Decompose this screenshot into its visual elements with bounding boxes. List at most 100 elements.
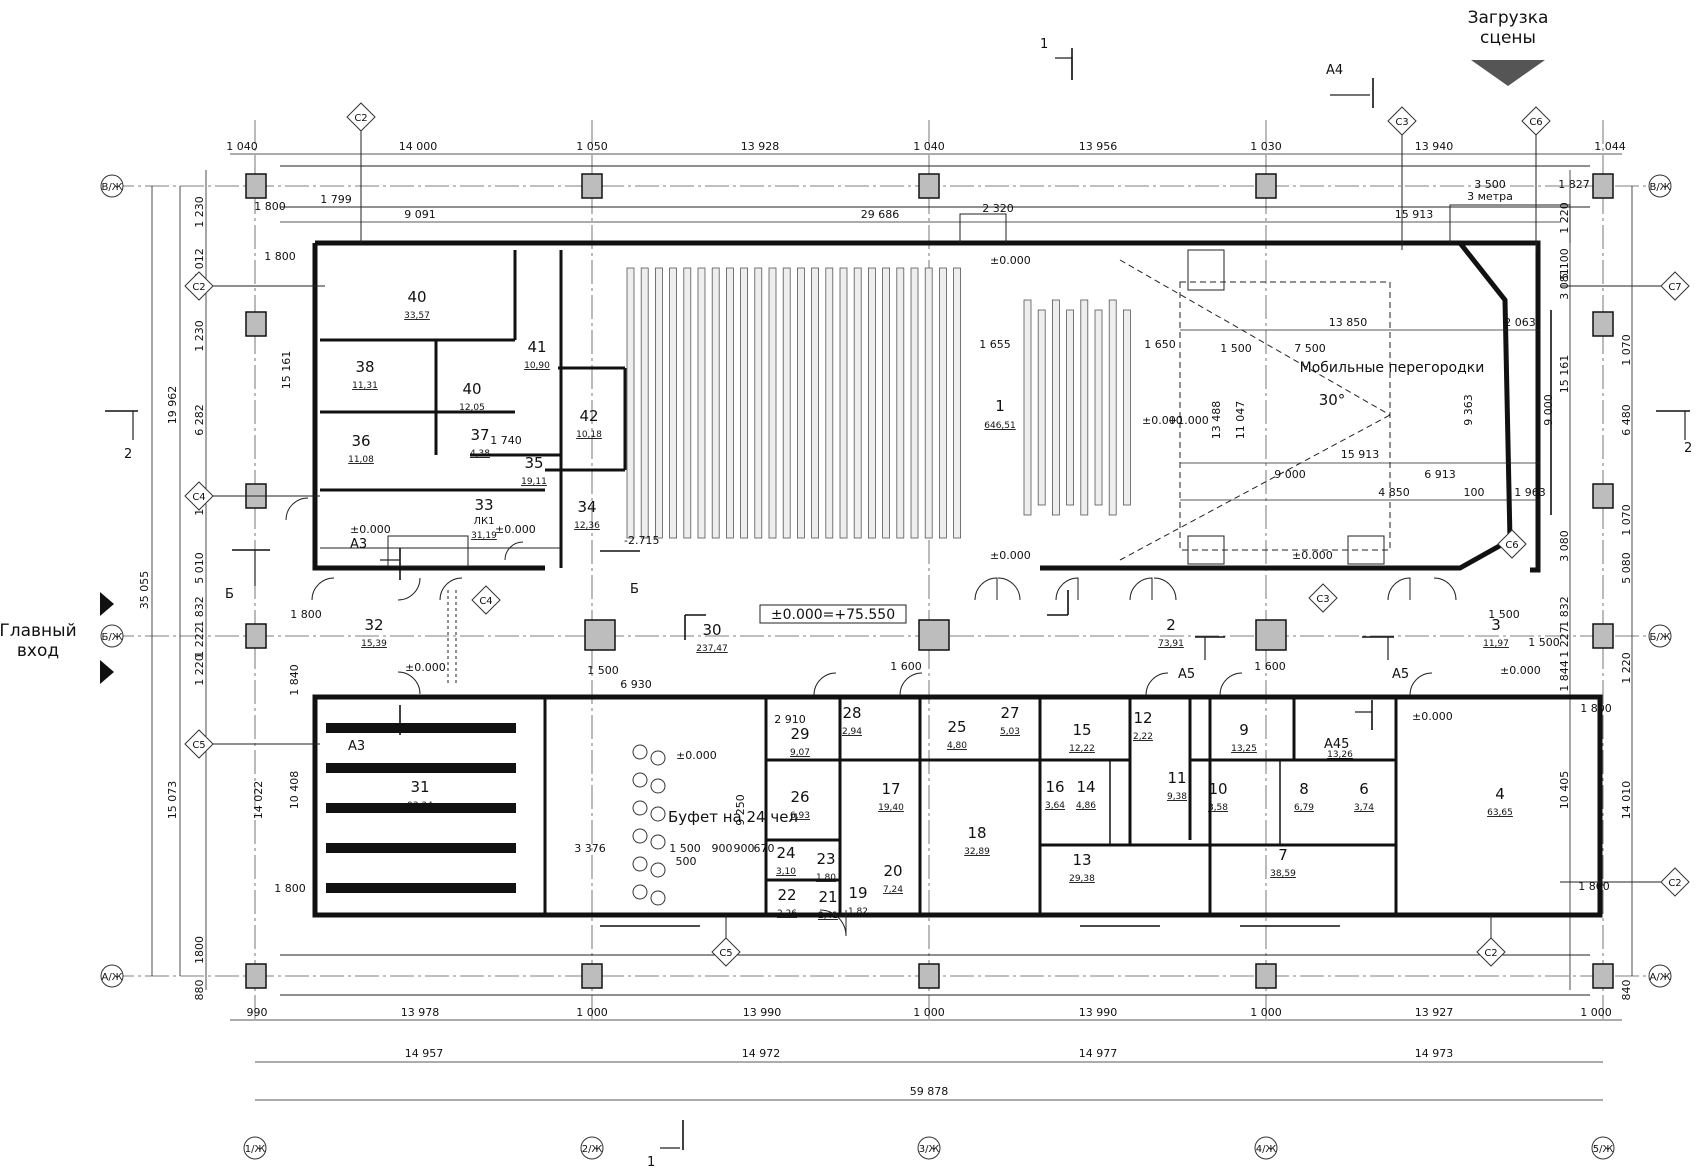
svg-text:В/Ж: В/Ж [1649,182,1670,193]
svg-text:С2: С2 [1668,878,1681,889]
node-c6-mid: С6 [1497,529,1527,559]
svg-text:1 070: 1 070 [1620,334,1633,366]
section-mark-a45: А45 [1324,700,1373,752]
svg-text:15 161: 15 161 [280,351,293,390]
svg-text:12,05: 12,05 [459,403,485,413]
room-24: 243,10 [776,844,796,877]
svg-text:14: 14 [1076,778,1095,796]
room-2: 273,91 [1158,616,1184,649]
svg-text:1 840: 1 840 [288,664,301,696]
table-row [326,803,516,813]
seat-row [711,267,720,539]
svg-text:1 800: 1 800 [1580,702,1612,715]
svg-text:Б: Б [225,587,234,602]
svg-text:670: 670 [754,842,775,855]
seat-row [782,267,791,539]
room-40b: 40 12,05 [459,380,485,413]
svg-text:С6: С6 [1505,540,1518,551]
section-mark-a5-a: А5 [1178,636,1225,682]
svg-text:37: 37 [470,426,489,444]
svg-text:900: 900 [712,842,733,855]
room-9: 913,25 [1231,721,1257,754]
svg-text:С4: С4 [192,492,205,503]
entrance-arrow-icon [100,660,114,684]
node-c4-left: С4 [184,481,214,511]
seat-row [669,267,677,539]
svg-text:14 010: 14 010 [1620,781,1633,820]
svg-text:1 832: 1 832 [1558,596,1571,628]
svg-text:1 000: 1 000 [1580,1006,1612,1019]
axis-bubble-2: 2/Ж [580,1136,604,1160]
svg-text:7: 7 [1278,846,1288,864]
room-a45: 13,26 [1327,750,1353,760]
table-row [326,723,516,733]
room-10: 103,58 [1208,780,1228,813]
auditorium-seating [626,267,1131,539]
svg-text:34: 34 [577,498,596,516]
svg-text:13: 13 [1072,851,1091,869]
main-entrance-label: Главный [0,621,77,641]
svg-text:1 650: 1 650 [1144,338,1176,351]
svg-text:1/Ж: 1/Ж [245,1144,266,1155]
svg-text:3 метра: 3 метра [1467,190,1513,203]
svg-text:А3: А3 [348,739,365,754]
svg-text:3: 3 [1491,616,1501,634]
node-c2-top: С2 [346,102,376,132]
svg-text:±0.000: ±0.000 [1500,664,1541,677]
svg-text:±0.000: ±0.000 [350,523,391,536]
svg-text:1800: 1800 [193,936,206,964]
svg-text:2: 2 [1684,441,1692,456]
svg-text:1 799: 1 799 [320,193,352,206]
svg-text:В/Ж: В/Ж [101,182,122,193]
room-3: 311,97 [1483,616,1509,649]
svg-text:4: 4 [1495,785,1505,803]
svg-text:±0.000: ±0.000 [990,254,1031,267]
node-c2-right: С2 [1660,867,1690,897]
seat-row [1123,309,1131,506]
svg-text:237,47: 237,47 [696,644,728,654]
svg-text:13 990: 13 990 [1079,1006,1118,1019]
node-c7-right: С7 [1660,271,1690,301]
svg-text:13 990: 13 990 [743,1006,782,1019]
svg-text:2,26: 2,26 [777,909,797,919]
seat-row [683,267,692,539]
svg-text:6 913: 6 913 [1424,468,1456,481]
svg-text:40: 40 [462,380,481,398]
svg-text:17: 17 [881,780,900,798]
svg-text:±0.000: ±0.000 [495,523,536,536]
svg-text:41: 41 [527,338,546,356]
svg-text:сцены: сцены [1480,28,1536,48]
svg-text:1 070: 1 070 [1620,504,1633,536]
svg-text:С5: С5 [719,948,732,959]
svg-text:А4: А4 [1326,63,1343,78]
svg-text:13 928: 13 928 [741,140,780,153]
columns [245,173,1614,989]
svg-text:16: 16 [1045,778,1064,796]
svg-text:1 740: 1 740 [490,434,522,447]
svg-text:31,19: 31,19 [471,531,497,541]
svg-text:7 500: 7 500 [1294,342,1326,355]
svg-text:4,86: 4,86 [1076,801,1096,811]
seat-row [1023,299,1032,516]
section-mark-b-left: Б [225,549,270,602]
buffet-table [650,750,666,766]
svg-text:14 972: 14 972 [742,1047,781,1060]
room-37: 374,38 [470,426,490,459]
svg-text:2,94: 2,94 [842,727,862,737]
svg-text:4,80: 4,80 [947,741,967,751]
svg-text:5 100: 5 100 [1558,248,1571,280]
svg-text:11,97: 11,97 [1483,639,1509,649]
svg-text:14 022: 14 022 [252,781,265,820]
svg-text:29,38: 29,38 [1069,874,1095,884]
room-25: 254,80 [947,718,967,751]
axis-bubble-5: 5/Ж [1591,1136,1615,1160]
seat-row [910,267,919,539]
svg-text:±0.000: ±0.000 [990,549,1031,562]
buffet-table [632,772,648,788]
svg-text:1 800: 1 800 [1578,880,1610,893]
